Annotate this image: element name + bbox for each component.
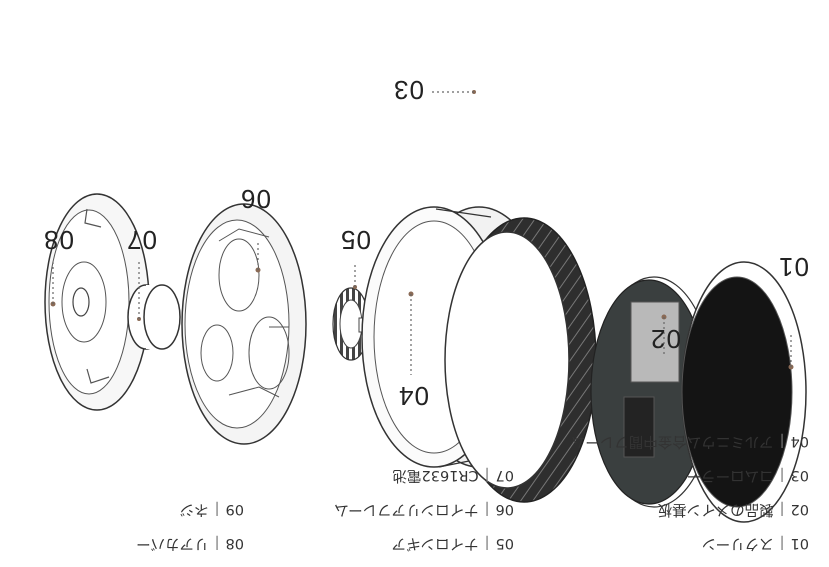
legend-item-02: 02|製品のメイン基板 [657, 501, 809, 517]
legend-item-09: 09|ネジ [179, 501, 244, 517]
callout-03: 03 [393, 75, 424, 105]
battery-part [127, 284, 181, 350]
legend-item-08: 08|リアカバー [136, 535, 244, 551]
main-board-part [590, 276, 715, 508]
legend-item-04: 04|アルミニウム合金中間フレーム [571, 433, 809, 449]
callout-02: 02 [650, 324, 681, 354]
legend-item-06: 06|ナイロンリアフレーム [334, 501, 514, 517]
leader-lines [52, 91, 792, 375]
legend-item-03: 03|コムローラー [686, 467, 809, 483]
callout-05: 05 [340, 225, 371, 255]
legend-item-07: 07|CR1632電池 [392, 467, 514, 483]
legend-item-01: 01|スクリーン [701, 535, 809, 551]
rear-cover-part [44, 193, 150, 411]
callout-06: 06 [240, 184, 271, 214]
roller-part [444, 90, 597, 503]
callout-04: 04 [398, 381, 429, 411]
screen-part [681, 261, 807, 523]
callout-08: 08 [43, 225, 74, 255]
legend-item-05: 05|ナイロンギア [391, 535, 514, 551]
rear-frame-part [181, 203, 307, 445]
callout-01: 01 [778, 252, 809, 282]
callout-07: 07 [126, 225, 157, 255]
